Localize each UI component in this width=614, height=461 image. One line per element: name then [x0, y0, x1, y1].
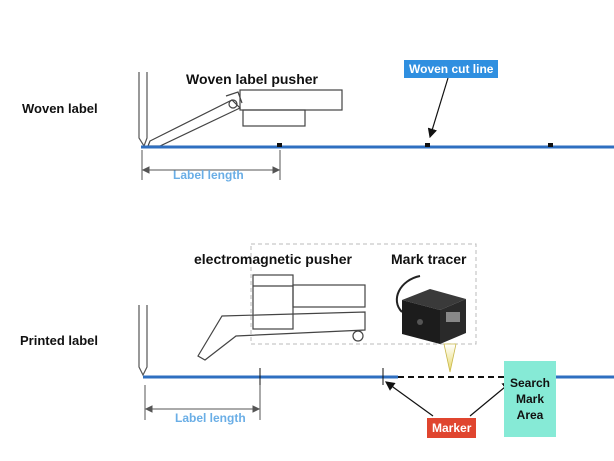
- woven-cut-mark: [277, 143, 282, 147]
- woven-cut-mark: [548, 143, 553, 147]
- electromagnetic-pusher-mechanism: [197, 274, 366, 361]
- printed-label-title: Printed label: [20, 333, 99, 348]
- woven-pusher-label: Woven label pusher: [186, 71, 318, 87]
- woven-pusher-mechanism: [147, 89, 343, 147]
- marker-badge: Marker: [427, 418, 477, 438]
- search-mark-area: Search Mark Area: [504, 361, 556, 437]
- marker-arrow: [385, 381, 434, 417]
- woven-length-label: Label length: [173, 168, 244, 182]
- printed-length-label: Label length: [175, 411, 246, 425]
- woven-cut-mark: [425, 143, 430, 147]
- woven-cut-line-badge: Woven cut line: [404, 60, 499, 78]
- woven-blade: [138, 72, 148, 148]
- cut-line-arrow: [427, 77, 449, 139]
- woven-label-title: Woven label: [22, 101, 98, 116]
- mark-tracer-label: Mark tracer: [391, 251, 467, 267]
- printed-blade: [138, 305, 148, 377]
- electromagnetic-pusher-label: electromagnetic pusher: [194, 251, 352, 267]
- mark-tracer-sensor: [395, 275, 466, 373]
- woven-length-dimension: [141, 150, 281, 180]
- pusher-enclosure: [250, 243, 477, 345]
- printed-length-dimension: [144, 385, 261, 420]
